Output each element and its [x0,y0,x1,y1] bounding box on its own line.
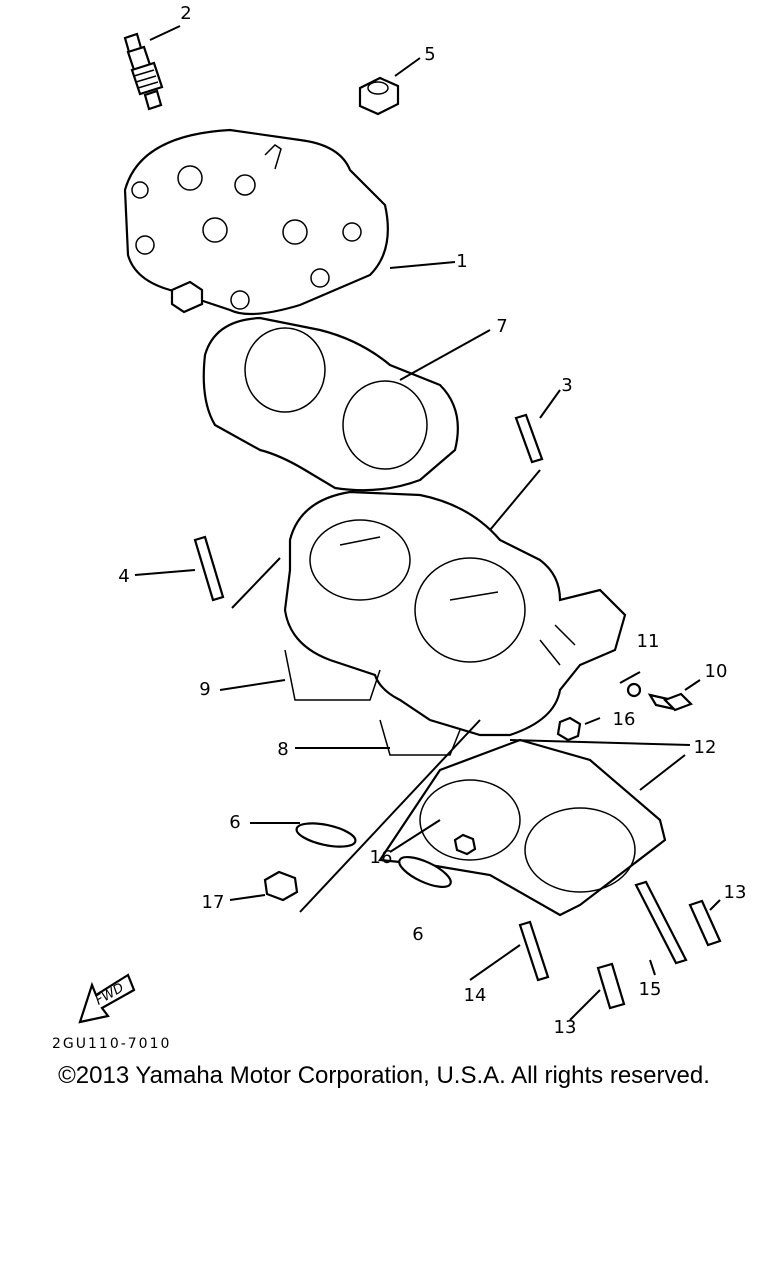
leader-lines [134,25,721,1021]
callout-16a: 16 [612,709,636,730]
spark-plug [123,32,164,111]
callout-15: 15 [638,979,662,1000]
callout-17: 17 [201,892,225,913]
fwd-arrow [78,973,136,1024]
callout-13b: 13 [553,1017,577,1038]
head-gasket [202,316,459,492]
stud-bolts [193,413,722,1010]
small-parts [263,682,693,902]
exploded-parts-diagram [78,25,722,1024]
copyright-text: ©2013 Yamaha Motor Corporation, U.S.A. A… [58,1062,710,1089]
callout-12: 12 [693,737,717,758]
callout-7: 7 [496,316,508,337]
callout-16b: 16 [369,847,393,868]
callout-5: 5 [424,44,436,65]
callout-11: 11 [636,631,660,652]
callout-14: 14 [463,985,487,1006]
callout-6b: 6 [412,924,424,945]
diagram-code: 2GU110-7010 [52,1036,172,1052]
callout-2: 2 [180,3,192,24]
callout-9: 9 [199,679,211,700]
cylinder-block [283,490,627,756]
callout-3: 3 [561,375,573,396]
callout-6a: 6 [229,812,241,833]
head-nut [358,76,400,116]
base-gasket [378,738,667,917]
callout-13a: 13 [723,882,747,903]
callout-1: 1 [456,251,468,272]
callout-4: 4 [118,566,130,587]
cylinder-head [123,128,389,316]
callout-10: 10 [704,661,728,682]
callout-8: 8 [277,739,289,760]
